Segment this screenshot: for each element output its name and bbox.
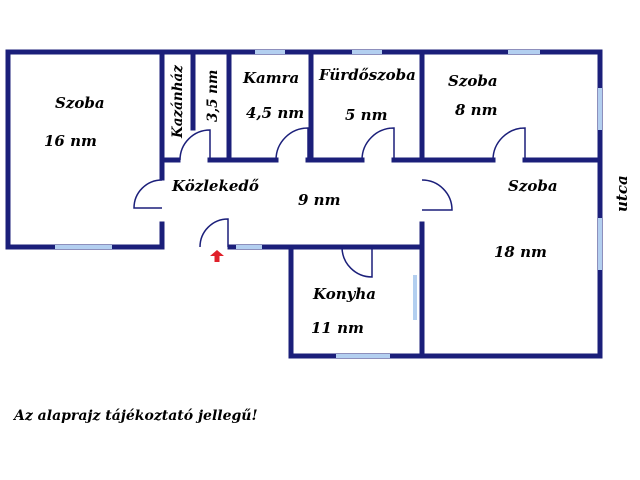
pantry-area: 4,5 nm <box>246 104 304 122</box>
room-left-name: Szoba <box>55 94 105 112</box>
room-right-name: Szoba <box>508 177 558 195</box>
door-swings <box>133 127 526 278</box>
walls <box>5 49 603 359</box>
hallway-area: 9 nm <box>298 191 340 209</box>
kitchen-area: 11 nm <box>311 319 364 337</box>
room-top-right-area: 8 nm <box>455 101 497 119</box>
disclaimer-note: Az alaprajz tájékoztató jellegű! <box>14 408 258 424</box>
hallway-name: Közlekedő <box>171 177 259 195</box>
room-top-right-name: Szoba <box>448 72 498 90</box>
windows <box>55 50 602 358</box>
kitchen-name: Konyha <box>312 285 376 303</box>
pantry-name: Kamra <box>242 69 299 87</box>
room-labels: Szoba 16 nm Kazánház 3,5 nm Kamra 4,5 nm… <box>44 65 631 337</box>
bathroom-name: Fürdőszoba <box>318 66 416 84</box>
entrance-arrow-icon <box>210 250 224 262</box>
bathroom-area: 5 nm <box>345 106 387 124</box>
street-label: utca <box>613 175 631 212</box>
boiler-area: 3,5 nm <box>205 70 221 122</box>
room-right-area: 18 nm <box>494 243 547 261</box>
boiler-name: Kazánház <box>170 65 186 139</box>
room-left-area: 16 nm <box>44 132 97 150</box>
entrance-marker <box>210 250 224 262</box>
